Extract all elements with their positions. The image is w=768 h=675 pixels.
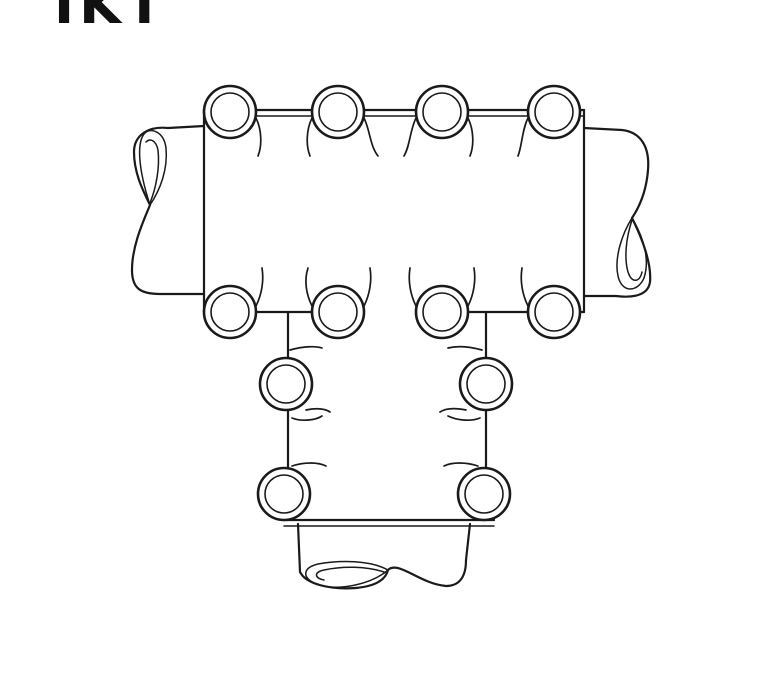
top-hooks (255, 117, 529, 157)
side-strands (202, 108, 586, 314)
bottom-ring-row (202, 284, 582, 340)
stem-strands (282, 310, 496, 527)
ring (526, 284, 582, 340)
top-ring-row (202, 84, 582, 140)
ring (256, 466, 312, 522)
ring (202, 84, 258, 140)
bottom-hooks (255, 267, 529, 307)
ring (310, 284, 366, 340)
ring (458, 356, 514, 412)
ring (202, 284, 258, 340)
ring (456, 466, 512, 522)
ring (414, 84, 470, 140)
stem-rings (256, 356, 514, 522)
figure-label: IKT (54, 0, 168, 36)
ring (310, 84, 366, 140)
ring (258, 356, 314, 412)
ring (526, 84, 582, 140)
left-twisted-loop (130, 124, 206, 296)
top-bar-strands (202, 108, 586, 117)
stem-hooks (289, 345, 483, 467)
right-twisted-loop (582, 126, 652, 298)
ring (414, 284, 470, 340)
bottom-twisted-loop (296, 522, 472, 590)
